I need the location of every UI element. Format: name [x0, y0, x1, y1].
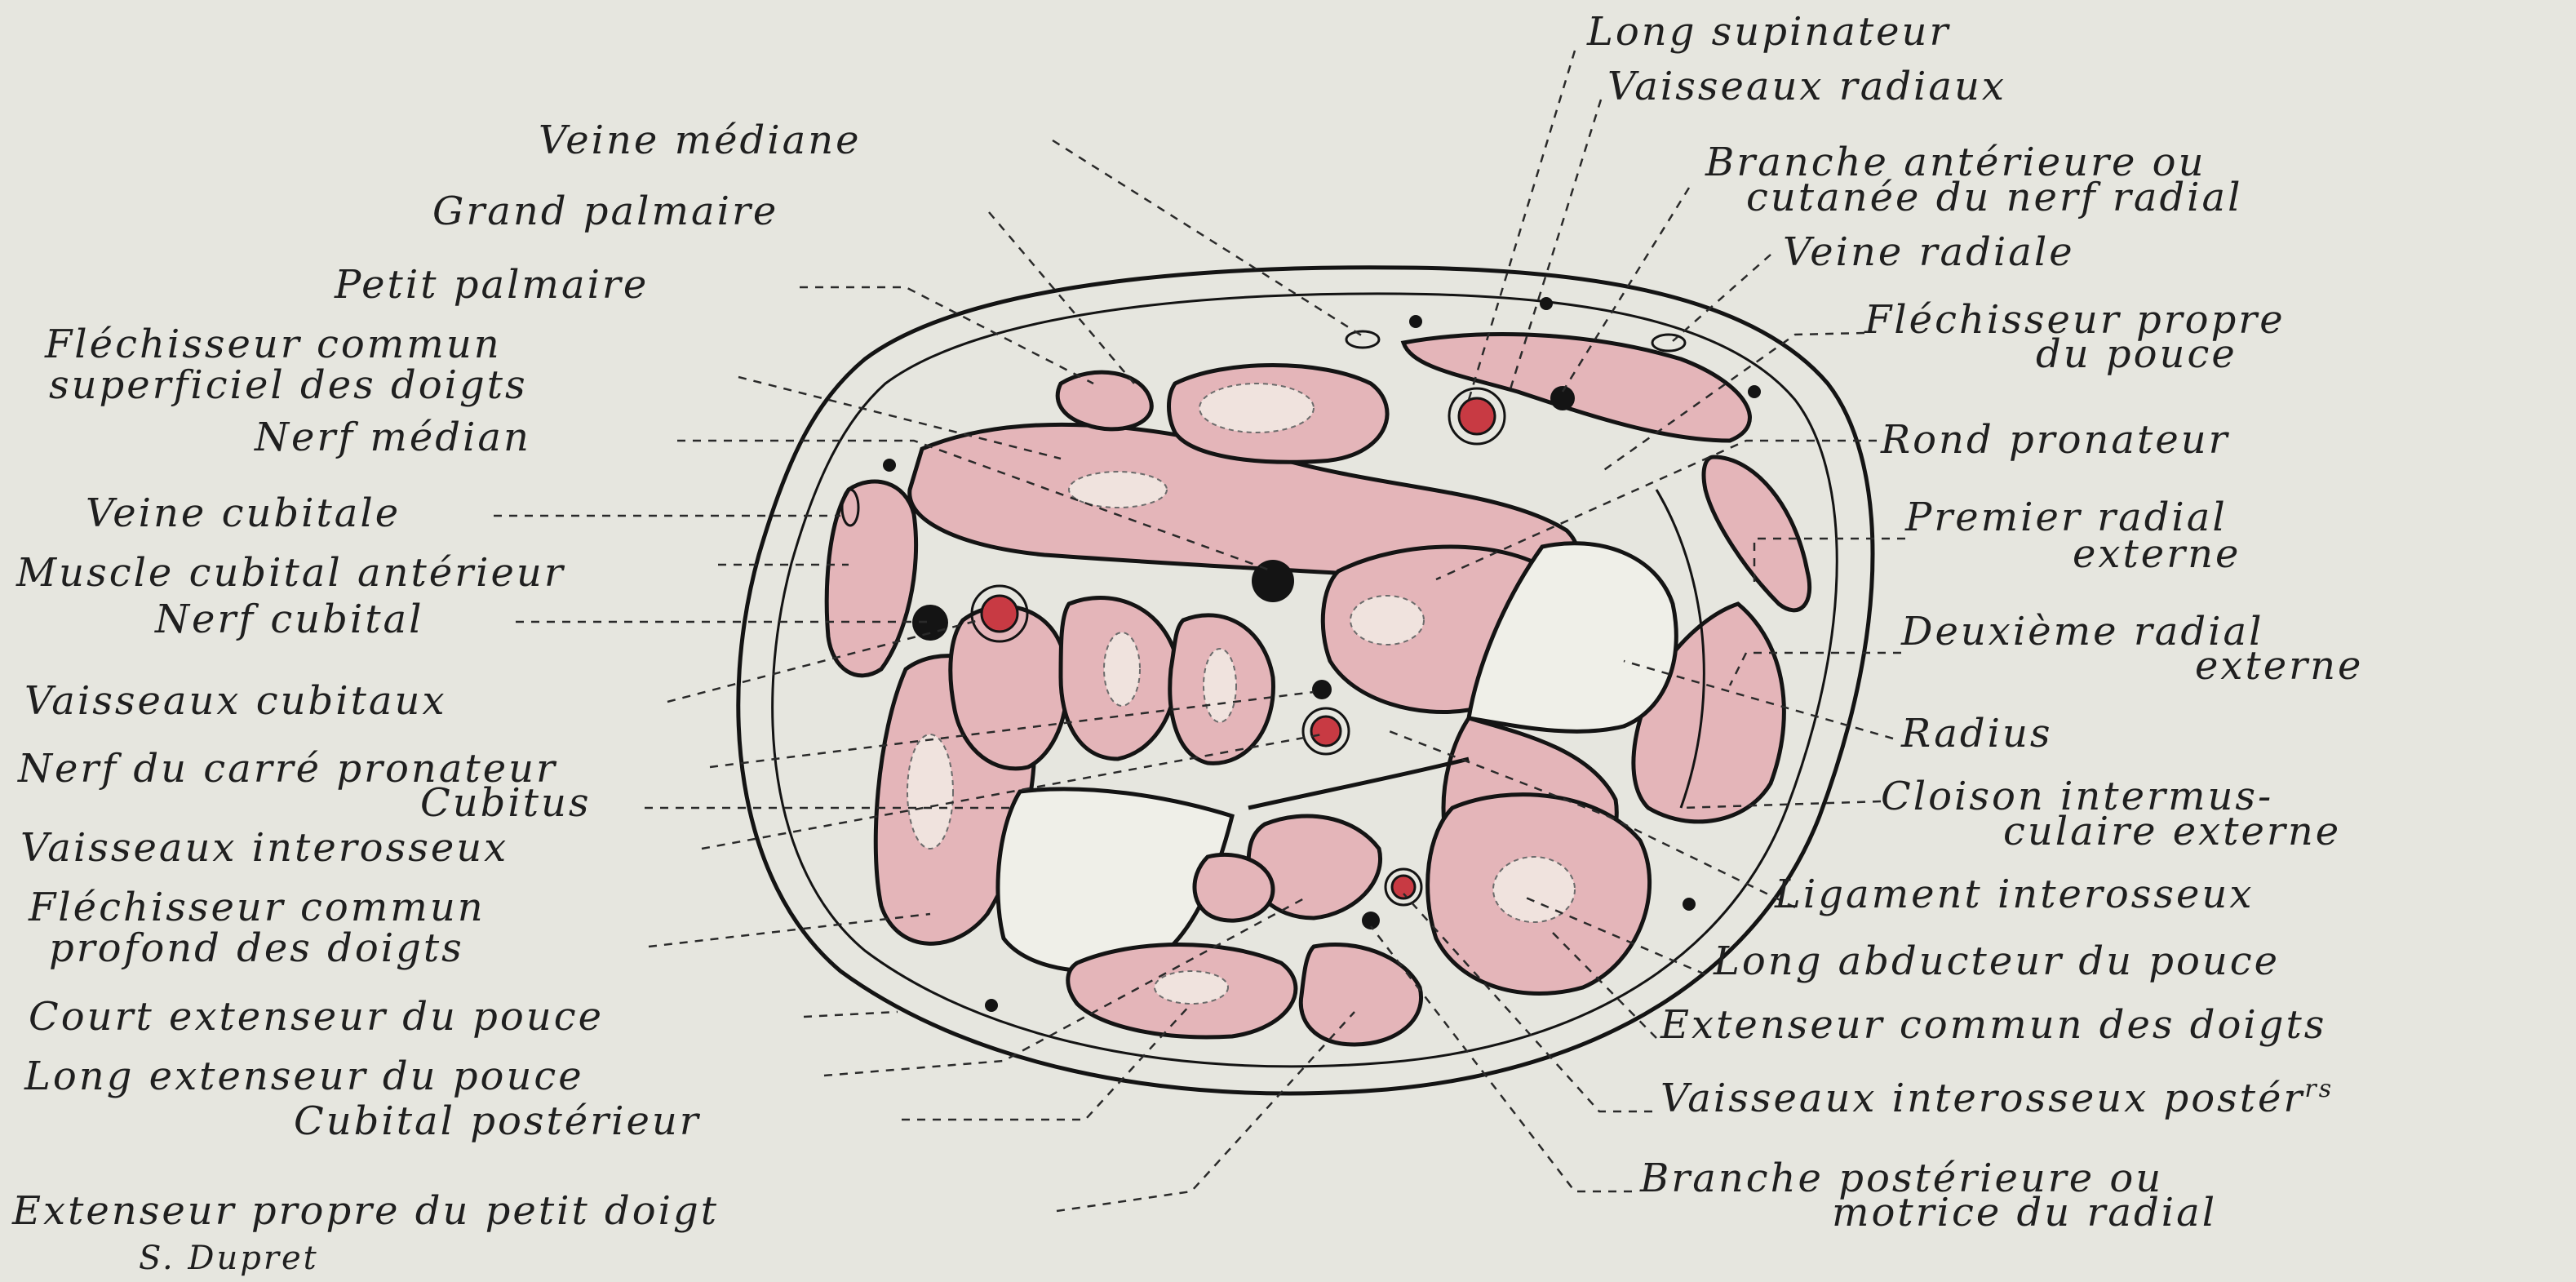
label-branche-posterieure-2: motrice du radial [1832, 1190, 2217, 1235]
flexor-fascicle-3-core [1204, 649, 1236, 722]
ulnar-artery [982, 596, 1018, 632]
label-flechisseur-propre-pouce-2: du pouce [2036, 331, 2237, 377]
radial-nerve-branch [1550, 386, 1575, 410]
label-court-extenseur-pouce: Court extenseur du pouce [29, 994, 604, 1040]
flexor-carpi-ulnaris-muscle [827, 481, 916, 676]
label-premier-radial-2: externe [2073, 531, 2241, 577]
label-extenseur-commun-doigts: Extenseur commun des doigts [1660, 1002, 2326, 1048]
label-vaisseaux-interosseux-post-text: Vaisseaux interosseux postér [1660, 1076, 2304, 1121]
label-long-extenseur-pouce: Long extenseur du pouce [24, 1054, 584, 1099]
radial-vein [1652, 335, 1685, 351]
label-deuxieme-radial-2: externe [2195, 643, 2363, 689]
label-flechisseur-profond-1: Fléchisseur commun [28, 885, 485, 930]
cutaneous-dot-1 [1409, 315, 1422, 328]
flexor-fascicle-2-core [1104, 632, 1140, 706]
label-flechisseur-superficiel-1: Fléchisseur commun [44, 322, 502, 367]
label-long-abducteur-pouce: Long abducteur du pouce [1713, 938, 2280, 984]
radial-artery [1459, 398, 1495, 434]
label-veine-radiale: Veine radiale [1783, 229, 2075, 275]
anterior-interosseous-artery [1311, 716, 1341, 746]
label-cubital-posterieur: Cubital postérieur [294, 1098, 701, 1144]
label-vaisseaux-interosseux: Vaisseaux interosseux [20, 825, 508, 871]
label-flechisseur-superficiel-2: superficiel des doigts [49, 362, 528, 408]
label-vaisseaux-cubitaux: Vaisseaux cubitaux [24, 678, 447, 724]
label-branche-anterieure-2: cutanée du nerf radial [1746, 175, 2242, 220]
cutaneous-dot-2 [1540, 297, 1553, 310]
label-nerf-cubital: Nerf cubital [154, 597, 424, 642]
label-extenseur-petit-doigt: Extenseur propre du petit doigt [11, 1188, 719, 1234]
label-veine-mediane: Veine médiane [539, 118, 862, 163]
left-labels: Veine médiane Grand palmaire Petit palma… [11, 118, 862, 1277]
cutaneous-dot-6 [1683, 898, 1696, 911]
label-veine-cubitale: Veine cubitale [86, 490, 401, 536]
label-ligament-interosseux: Ligament interosseux [1774, 872, 2254, 917]
cross-section [738, 268, 1873, 1093]
median-vein [1346, 331, 1379, 348]
label-long-supinateur: Long supinateur [1586, 9, 1950, 55]
label-grand-palmaire: Grand palmaire [432, 189, 778, 234]
label-nerf-median: Nerf médian [254, 415, 531, 460]
flexor-fascicle-1 [951, 606, 1067, 769]
cutaneous-dot-3 [1748, 385, 1761, 398]
label-petit-palmaire: Petit palmaire [334, 262, 649, 308]
label-muscle-cubital-anterieur: Muscle cubital antérieur [16, 550, 565, 596]
median-nerve [1252, 560, 1294, 602]
cutaneous-dot-4 [883, 459, 896, 472]
pronator-teres-core [1350, 596, 1424, 645]
flexor-carpi-radialis-core [1199, 384, 1314, 433]
pronator-nerve [1312, 680, 1332, 699]
cutaneous-dot-5 [985, 999, 998, 1012]
label-flechisseur-profond-2: profond des doigts [49, 925, 464, 971]
label-cubitus: Cubitus [420, 780, 592, 826]
palmaris-longus-muscle [1057, 372, 1151, 429]
flexor-superficialis-core [1069, 472, 1167, 508]
extensor-pollicis-longus-muscle [1195, 854, 1273, 920]
label-vaisseaux-radiaux: Vaisseaux radiaux [1607, 64, 2006, 109]
label-vaisseaux-interosseux-post: Vaisseaux interosseux postérrs [1660, 1075, 2334, 1121]
label-radius: Radius [1900, 711, 2052, 756]
label-rond-pronateur: Rond pronateur [1880, 417, 2230, 463]
artist-signature: S. Dupret [139, 1240, 319, 1277]
flexor-profundus-core [907, 734, 953, 849]
label-cloison-2: culaire externe [2003, 809, 2341, 854]
extensor-carpi-radialis-longus-muscle [1704, 457, 1810, 610]
label-vaisseaux-interosseux-post-sup: rs [2304, 1075, 2334, 1103]
ulnar-nerve [912, 605, 948, 641]
brachioradialis-muscle [1403, 335, 1749, 441]
extensor-carpi-ulnaris-core [1155, 971, 1228, 1004]
interosseous-ligament [1248, 759, 1469, 808]
extensor-digiti-minimi-muscle [1301, 944, 1421, 1045]
